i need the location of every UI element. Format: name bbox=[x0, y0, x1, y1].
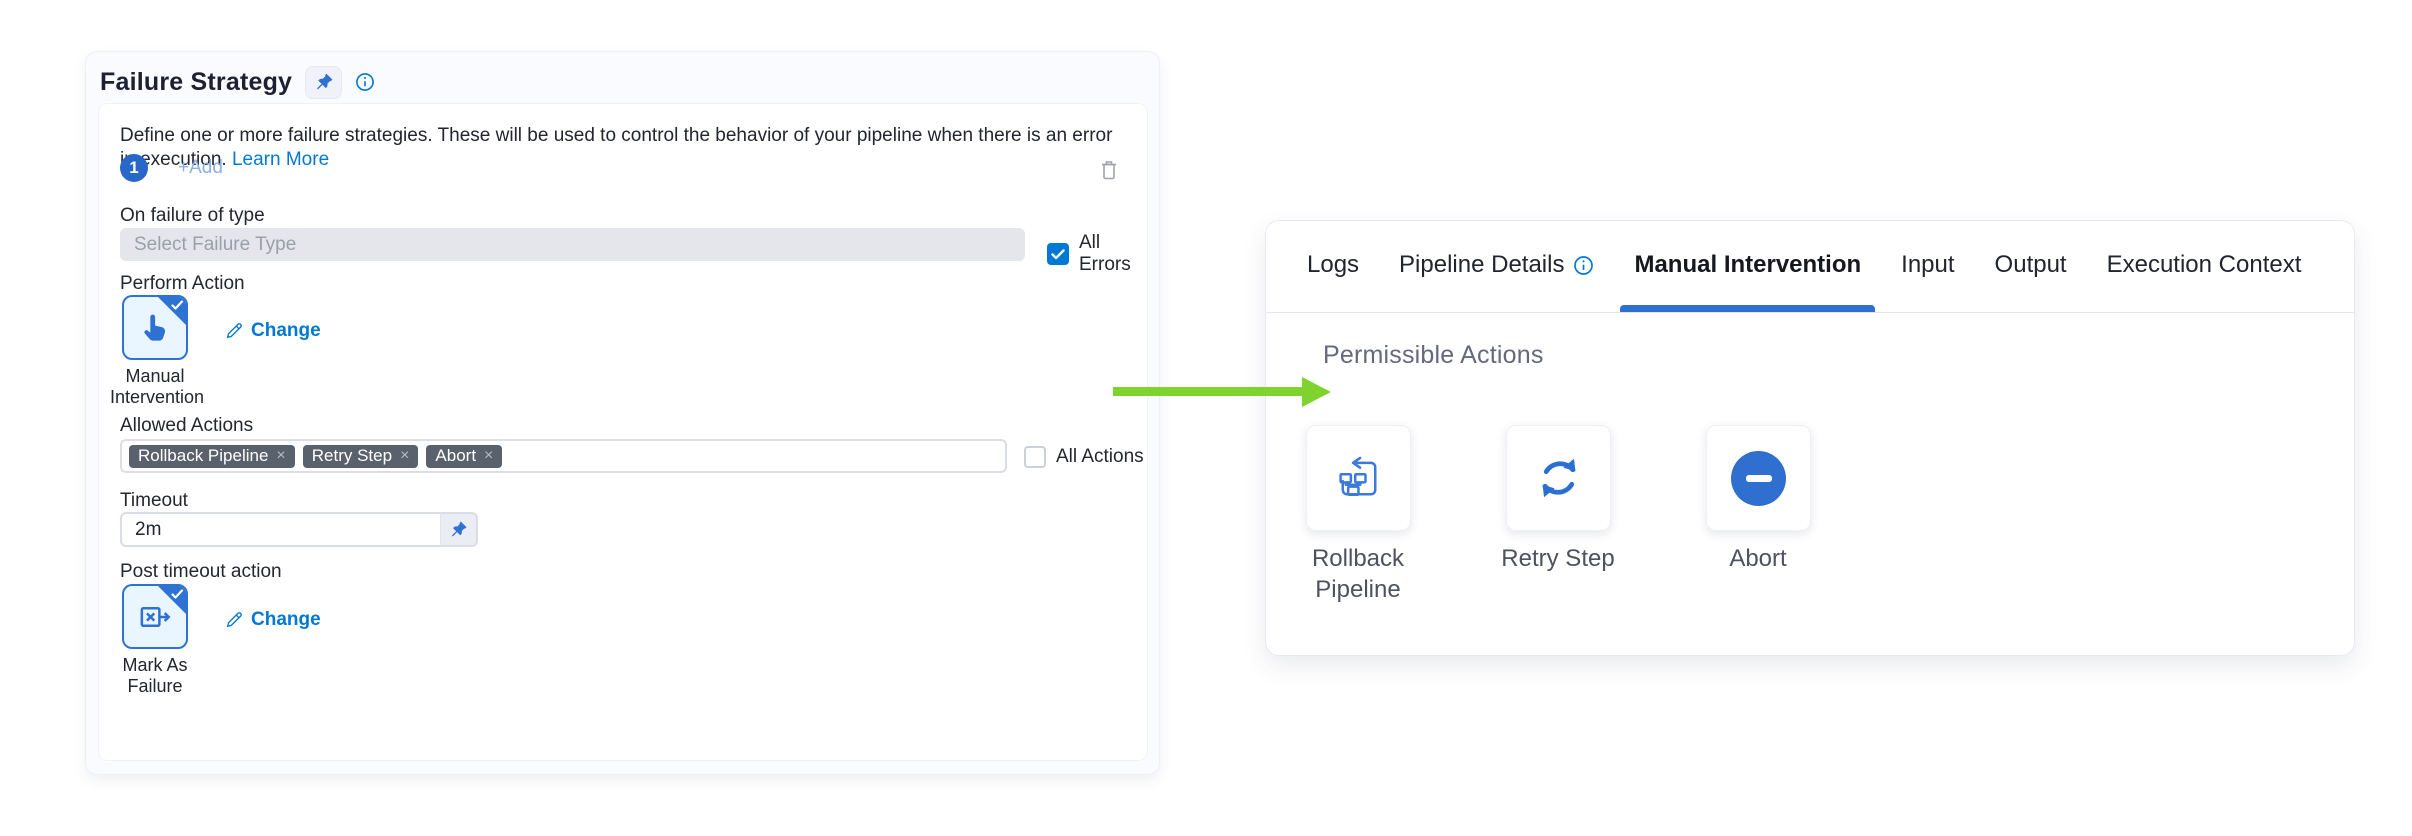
tag-label: Rollback Pipeline bbox=[138, 446, 269, 465]
rollback-pipeline-label: Rollback Pipeline bbox=[1311, 545, 1405, 603]
tab-divider bbox=[1266, 312, 2354, 313]
info-icon[interactable] bbox=[355, 72, 375, 92]
allowed-actions-input[interactable]: Rollback Pipeline × Retry Step × Abort × bbox=[120, 439, 1007, 473]
details-tab-bar: Logs Pipeline Details Manual Interventio… bbox=[1307, 249, 2301, 312]
all-actions-checkbox[interactable] bbox=[1024, 446, 1046, 468]
failure-strategy-title: Failure Strategy bbox=[100, 67, 293, 96]
rollback-pipeline-button[interactable] bbox=[1306, 425, 1411, 531]
pushpin-icon bbox=[451, 521, 467, 537]
trash-icon bbox=[1102, 161, 1116, 180]
remove-tag-icon[interactable]: × bbox=[276, 447, 286, 464]
post-timeout-action-name: Mark As Failure bbox=[122, 655, 188, 696]
abort-icon bbox=[1731, 450, 1786, 506]
all-actions-label: All Actions bbox=[1056, 446, 1144, 467]
tab-label: Input bbox=[1901, 251, 1955, 278]
rollback-pipeline-icon bbox=[1338, 456, 1376, 497]
green-arrow-shaft bbox=[1113, 387, 1305, 396]
tab-label: Execution Context bbox=[2106, 251, 2302, 278]
tab-output[interactable]: Output bbox=[1995, 249, 2067, 312]
allowed-actions-label: Allowed Actions bbox=[120, 415, 254, 436]
delete-strategy-button[interactable] bbox=[1097, 157, 1121, 183]
add-strategy-button[interactable]: +Add bbox=[178, 157, 223, 178]
tab-execution-context[interactable]: Execution Context bbox=[2107, 249, 2302, 312]
allowed-action-tag: Abort × bbox=[426, 444, 503, 468]
tab-logs[interactable]: Logs bbox=[1307, 249, 1359, 312]
step-details-panel: Logs Pipeline Details Manual Interventio… bbox=[1265, 220, 2355, 656]
remove-tag-icon[interactable]: × bbox=[400, 447, 410, 464]
timeout-input[interactable] bbox=[120, 512, 440, 547]
pushpin-icon bbox=[316, 73, 333, 90]
all-errors-checkbox[interactable] bbox=[1047, 243, 1069, 265]
timeout-pin-button[interactable] bbox=[440, 512, 478, 547]
on-failure-label: On failure of type bbox=[120, 205, 265, 226]
permissible-actions-title: Permissible Actions bbox=[1323, 341, 1544, 369]
change-perform-action-link[interactable]: Change bbox=[225, 320, 321, 342]
strategy-index-badge[interactable]: 1 bbox=[120, 154, 148, 182]
perform-action-name: Manual Intervention bbox=[110, 366, 205, 407]
post-timeout-action-card[interactable] bbox=[122, 584, 188, 649]
failure-strategy-header: Failure Strategy bbox=[100, 61, 375, 103]
abort-label: Abort bbox=[1729, 545, 1787, 572]
pin-button[interactable] bbox=[305, 65, 343, 99]
strategy-index-row: 1 +Add bbox=[120, 154, 223, 182]
selected-check-icon bbox=[171, 589, 184, 599]
learn-more-link[interactable]: Learn More bbox=[231, 149, 330, 170]
info-icon bbox=[1574, 255, 1594, 275]
mark-as-failure-icon bbox=[124, 586, 186, 647]
allowed-action-tag: Rollback Pipeline × bbox=[129, 444, 295, 468]
pencil-icon bbox=[226, 612, 242, 628]
tab-label: Logs bbox=[1307, 251, 1360, 278]
tab-label: Output bbox=[1994, 251, 2067, 278]
change-label: Change bbox=[251, 609, 321, 630]
failure-strategy-body: Define one or more failure strategies. T… bbox=[98, 103, 1148, 761]
retry-step-button[interactable] bbox=[1506, 425, 1611, 531]
all-errors-label: All Errors bbox=[1079, 232, 1131, 275]
all-errors-row: All Errors bbox=[1047, 232, 1147, 276]
selected-check-icon bbox=[171, 300, 184, 310]
tab-manual-intervention[interactable]: Manual Intervention bbox=[1620, 249, 1875, 312]
timeout-label: Timeout bbox=[120, 490, 188, 511]
check-icon bbox=[1051, 248, 1065, 259]
tab-label: Manual Intervention bbox=[1634, 251, 1862, 278]
failure-type-select[interactable] bbox=[120, 228, 1025, 261]
allowed-action-tag: Retry Step × bbox=[302, 444, 419, 468]
all-actions-row: All Actions bbox=[1024, 446, 1144, 468]
remove-tag-icon[interactable]: × bbox=[484, 447, 494, 464]
manual-intervention-icon bbox=[124, 297, 186, 358]
tag-label: Retry Step bbox=[311, 446, 393, 465]
tab-label: Pipeline Details bbox=[1399, 251, 1565, 278]
tab-pipeline-details[interactable]: Pipeline Details bbox=[1399, 249, 1594, 312]
tab-input[interactable]: Input bbox=[1901, 249, 1954, 312]
perform-action-label: Perform Action bbox=[120, 273, 245, 294]
retry-step-label: Retry Step bbox=[1501, 545, 1615, 572]
perform-action-card[interactable] bbox=[122, 295, 188, 360]
timeout-field bbox=[120, 512, 478, 547]
green-arrow-head bbox=[1302, 377, 1331, 407]
change-label: Change bbox=[251, 320, 321, 341]
failure-strategy-card: Failure Strategy Define one or more fail… bbox=[85, 51, 1160, 775]
retry-icon bbox=[1542, 458, 1575, 498]
pencil-icon bbox=[226, 323, 242, 339]
abort-button[interactable] bbox=[1706, 425, 1811, 531]
change-post-timeout-link[interactable]: Change bbox=[225, 609, 321, 631]
tag-label: Abort bbox=[435, 446, 477, 465]
abort-minus-bar bbox=[1745, 474, 1772, 482]
post-timeout-label: Post timeout action bbox=[120, 561, 282, 582]
strategy-description: Define one or more failure strategies. T… bbox=[120, 124, 1120, 172]
